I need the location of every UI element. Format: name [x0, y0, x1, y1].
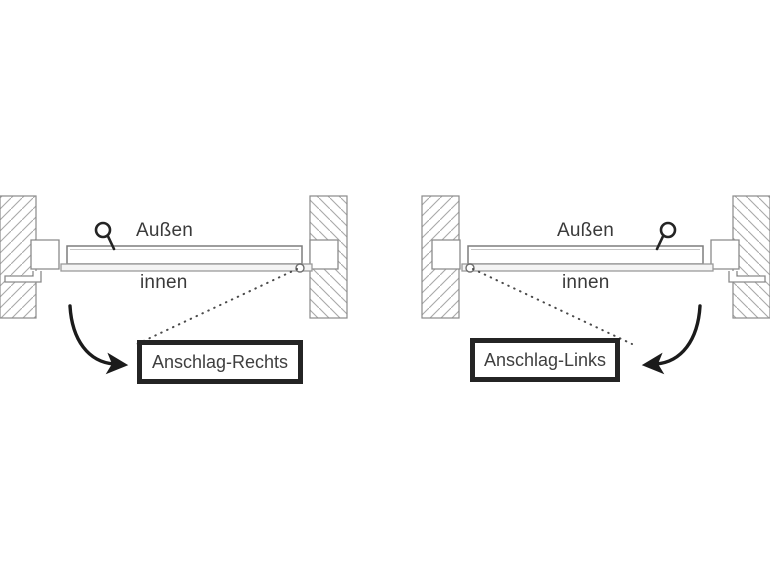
anschlag-rechts-door-leaf — [66, 245, 303, 265]
anschlag-links-frame-bracket-hinge — [431, 239, 461, 270]
anschlag-links-frame-bracket-latch — [710, 239, 740, 270]
anschlag-rechts-hinge-pivot — [295, 263, 305, 273]
anschlag-links-sill — [461, 263, 714, 272]
anschlag-links-swing-arrow — [641, 304, 702, 375]
anschlag-rechts-sill — [60, 263, 313, 272]
anschlag-links-inside-label: innen — [562, 272, 610, 293]
anschlag-links-outside-label: Außen — [557, 220, 614, 241]
anschlag-rechts-handle-stem — [106, 234, 116, 251]
anschlag-rechts-caption-box[interactable]: Anschlag-Rechts — [137, 340, 303, 384]
anschlag-rechts-inside-label: innen — [140, 272, 188, 293]
anschlag-rechts-stop-detail — [4, 271, 42, 283]
anschlag-links-door-leaf — [467, 245, 704, 265]
anschlag-rechts-swing-arrow — [68, 304, 129, 375]
anschlag-rechts-frame-bracket-hinge — [309, 239, 339, 270]
anschlag-rechts-dotted-leader — [134, 268, 298, 346]
anschlag-links-hinge-pivot — [465, 263, 475, 273]
anschlag-links-stop-detail — [728, 271, 766, 283]
anschlag-links-caption-box[interactable]: Anschlag-Links — [470, 338, 620, 382]
anschlag-rechts-outside-label: Außen — [136, 220, 193, 241]
anschlag-links-handle-ring — [659, 221, 677, 239]
anschlag-rechts-frame-bracket-latch — [30, 239, 60, 270]
anschlag-links-handle-stem — [655, 234, 665, 251]
anschlag-rechts-handle-ring — [94, 221, 112, 239]
